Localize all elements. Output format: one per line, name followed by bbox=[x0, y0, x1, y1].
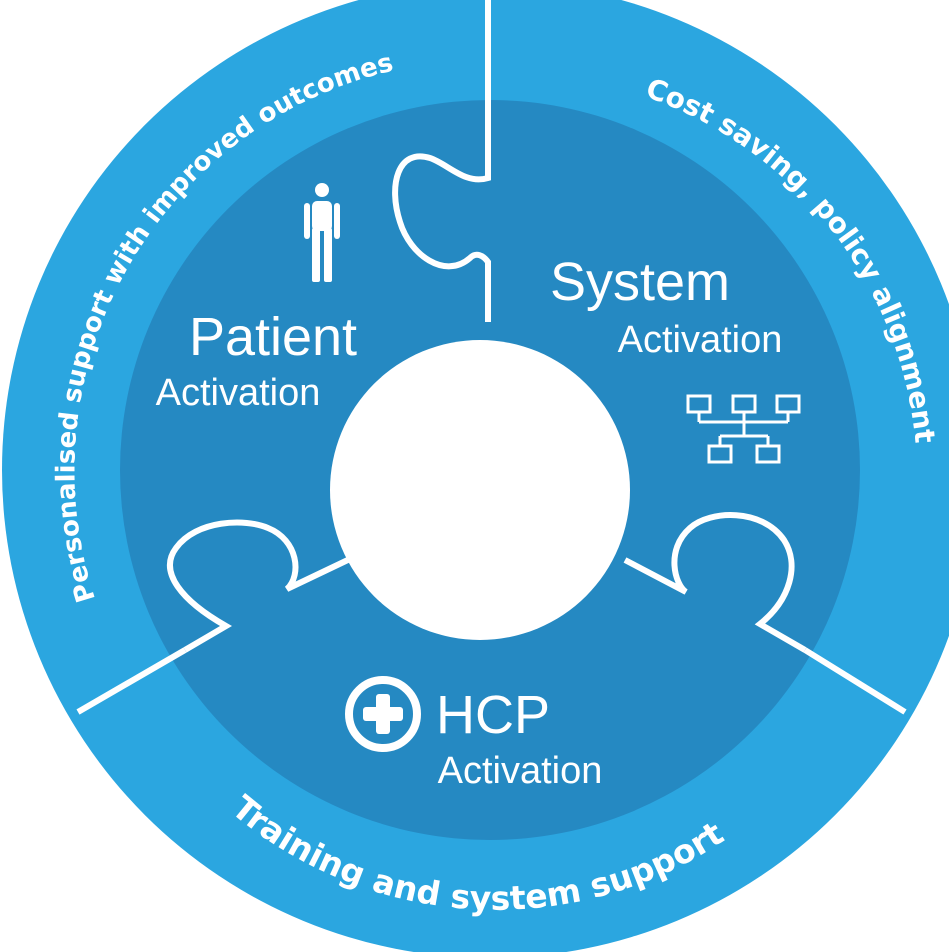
system-subtitle: Activation bbox=[618, 319, 783, 361]
medical-cross-icon bbox=[345, 676, 421, 752]
puzzle-seam-right bbox=[623, 512, 807, 653]
patient-title: Patient bbox=[189, 307, 357, 367]
divider-left bbox=[76, 647, 187, 715]
divider-right bbox=[803, 647, 907, 715]
hierarchy-icon bbox=[686, 394, 801, 464]
hcp-title: HCP bbox=[436, 685, 550, 745]
person-icon bbox=[304, 183, 340, 282]
puzzle-seam-left bbox=[167, 519, 354, 653]
puzzle-seam-top bbox=[392, 100, 491, 322]
system-title: System bbox=[550, 252, 730, 312]
center-circle bbox=[330, 340, 630, 640]
hcp-subtitle: Activation bbox=[438, 750, 603, 792]
patient-subtitle: Activation bbox=[156, 372, 321, 414]
